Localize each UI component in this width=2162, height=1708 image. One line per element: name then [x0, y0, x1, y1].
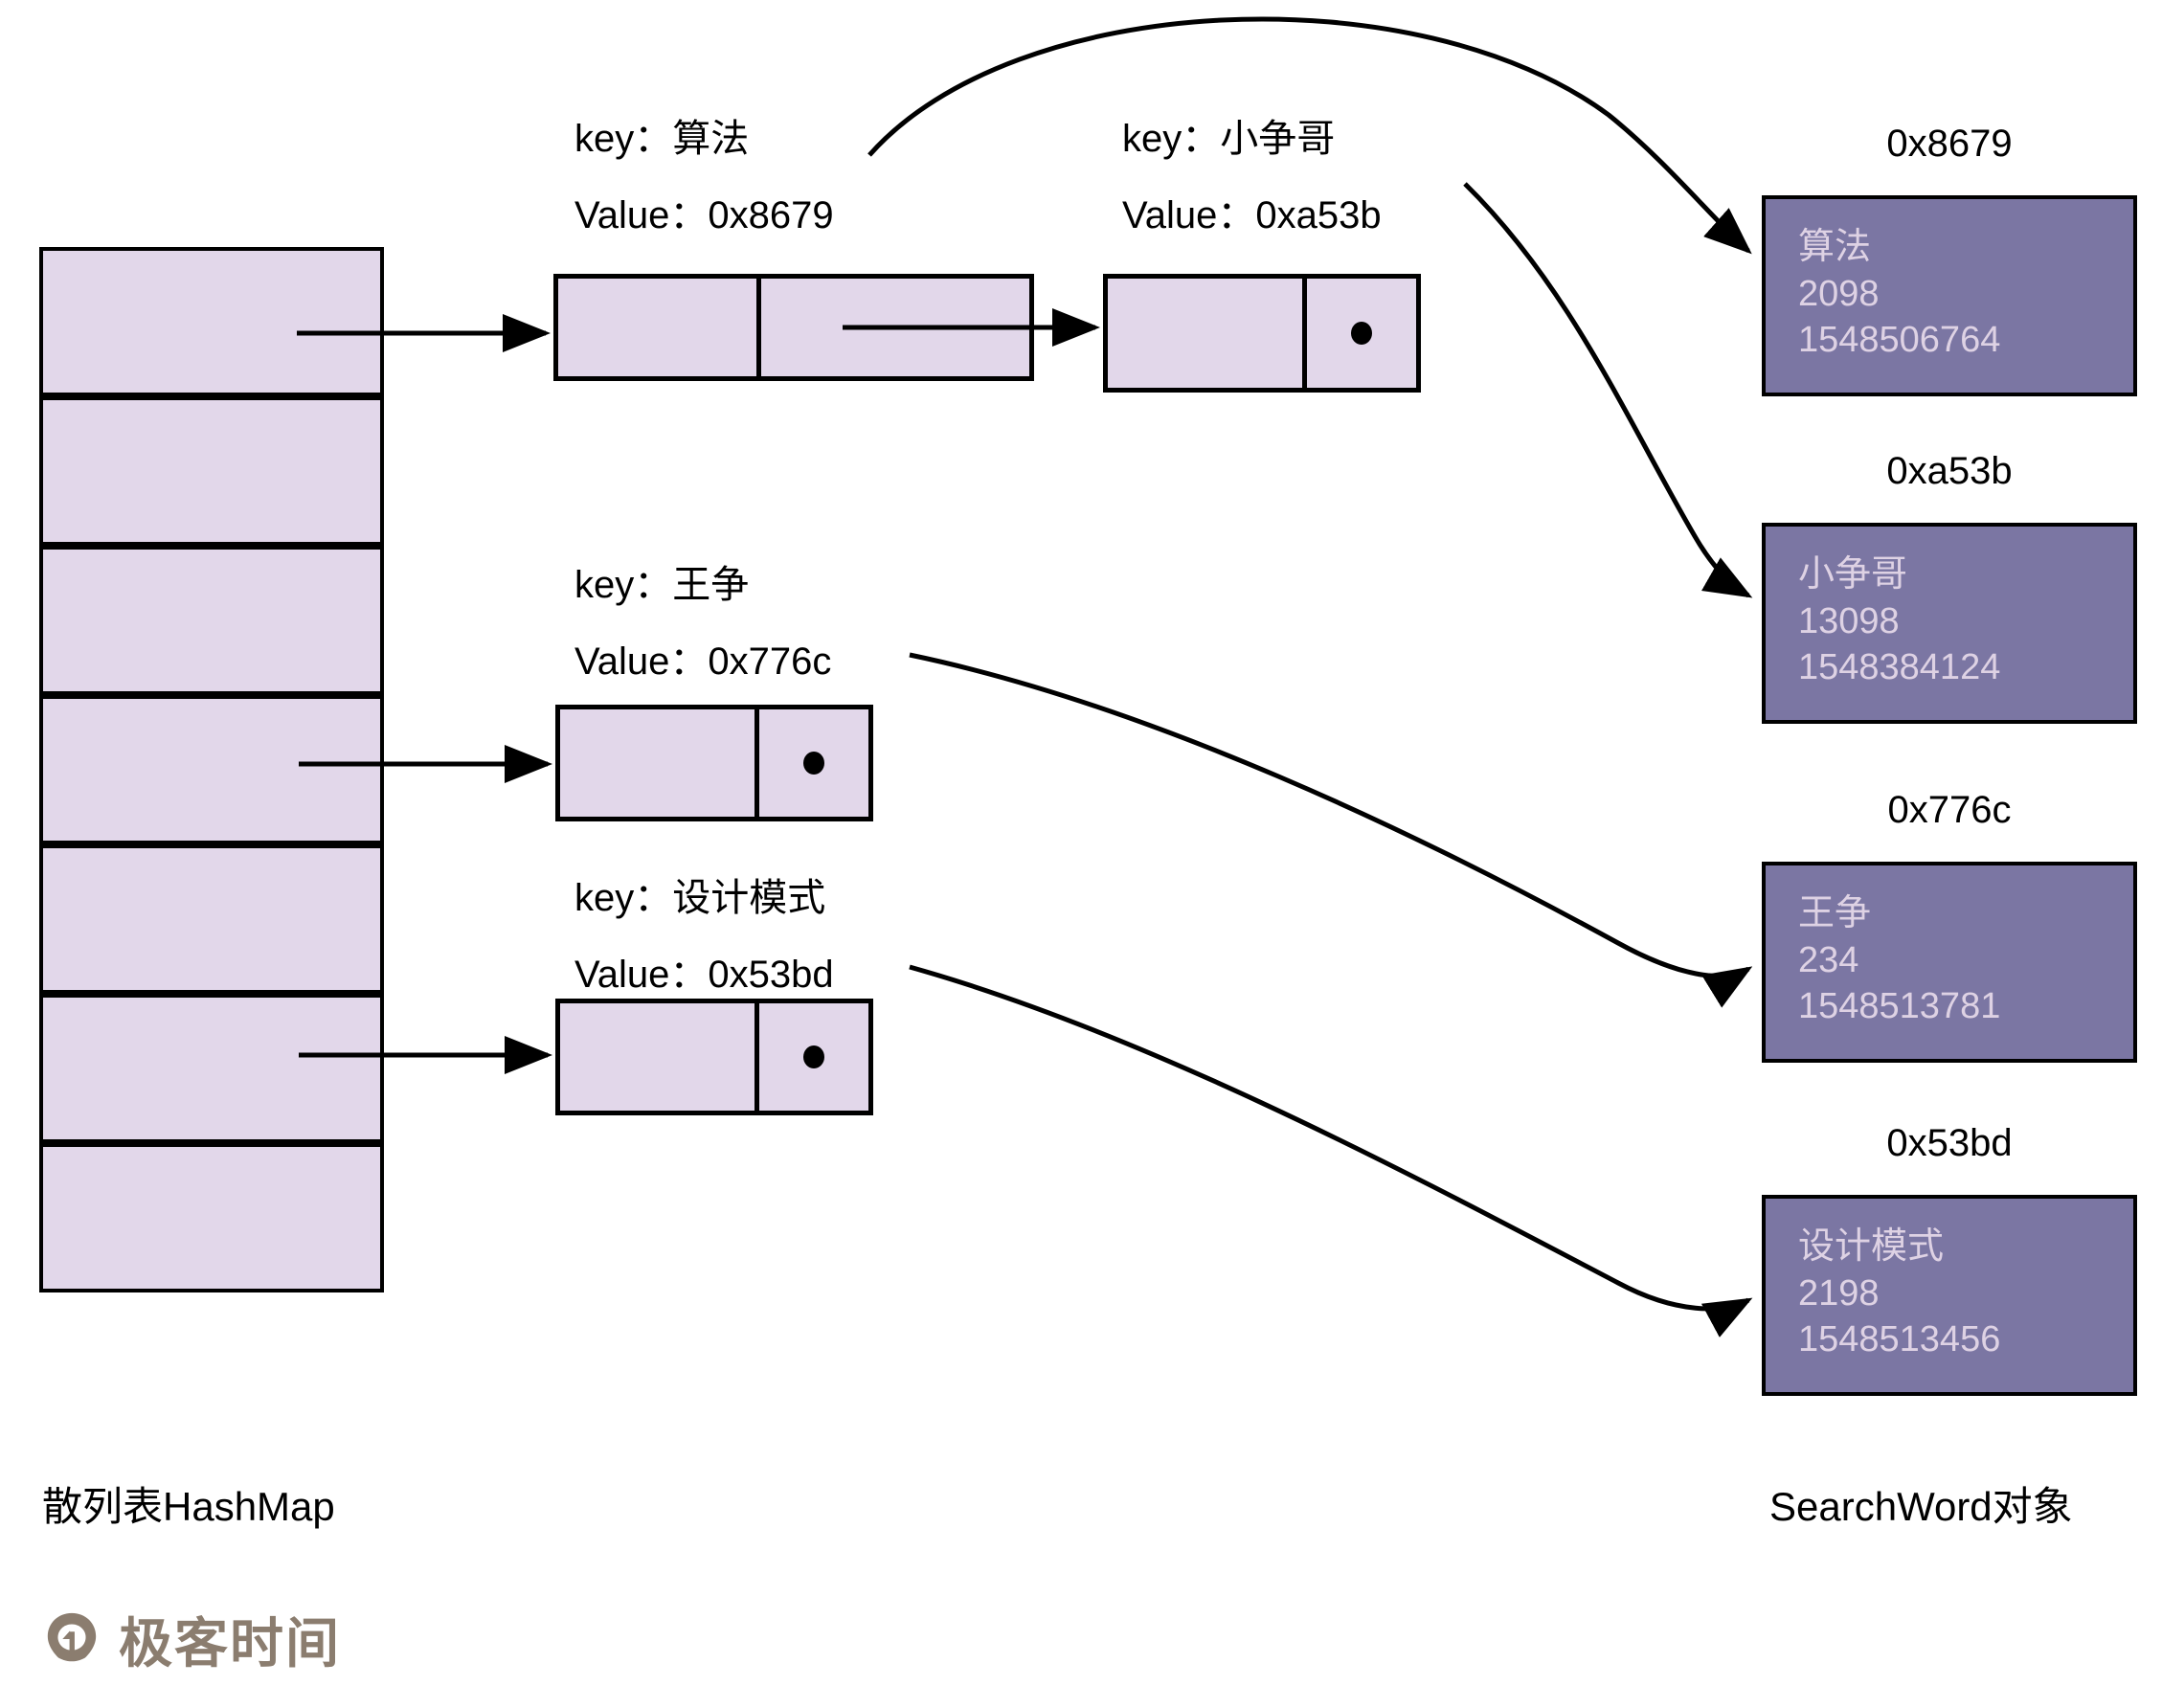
hashmap-bucket-3 — [39, 695, 384, 844]
entry-key-label: key：王争 — [574, 564, 750, 606]
arrow-value-0x53bd-to-object — [909, 964, 1753, 1337]
node-key-slot — [560, 709, 759, 817]
object-address-0xa53b: 0xa53b — [1886, 450, 2013, 492]
entry-value-label: Value：0x8679 — [574, 194, 834, 236]
searchword-object-0x776c: 王争 234 1548513781 — [1762, 862, 2137, 1063]
object-count: 234 — [1798, 939, 1859, 980]
geekbang-logo: 极客时间 — [42, 1601, 341, 1678]
entry-label-xiaozhengge: key：小争哥 Value：0xa53b — [1122, 107, 1382, 239]
object-count: 13098 — [1798, 600, 1900, 641]
object-timestamp: 1548506764 — [1798, 320, 2001, 361]
list-node-shejimoshi — [555, 999, 873, 1115]
list-node-wangzheng — [555, 705, 873, 821]
node-key-slot — [558, 279, 761, 376]
entry-key-label: key：小争哥 — [1122, 118, 1336, 160]
entry-value-label: Value：0x53bd — [574, 954, 834, 996]
list-node-xiaozhengge — [1103, 274, 1421, 393]
entry-key-label: key：设计模式 — [574, 877, 826, 919]
entry-label-suanfa: key：算法 Value：0x8679 — [574, 107, 834, 239]
object-word: 算法 — [1798, 227, 1872, 267]
entry-label-shejimoshi: key：设计模式 Value：0x53bd — [574, 866, 834, 999]
node-next-slot — [759, 1003, 868, 1111]
hashmap-bucket-2 — [39, 546, 384, 695]
entry-value-label: Value：0xa53b — [1122, 194, 1382, 236]
object-count: 2098 — [1798, 273, 1880, 314]
searchword-object-0x53bd: 设计模式 2198 1548513456 — [1762, 1195, 2137, 1396]
entry-key-label: key：算法 — [574, 118, 750, 160]
hashmap-bucket-1 — [39, 396, 384, 546]
arrow-value-0x776c-to-object — [909, 652, 1753, 1008]
arrow-value-0xa53b-to-object — [1463, 182, 1753, 598]
searchword-caption: SearchWord对象 — [1769, 1484, 2073, 1529]
node-key-slot — [560, 1003, 759, 1111]
object-word: 小争哥 — [1798, 554, 1908, 595]
entry-value-label: Value：0x776c — [574, 640, 832, 683]
list-node-suanfa — [553, 274, 1034, 381]
hashmap-bucket-4 — [39, 844, 384, 994]
node-next-slot — [761, 279, 1029, 376]
object-timestamp: 1548513456 — [1798, 1319, 2001, 1360]
geekbang-mark-icon — [42, 1610, 101, 1670]
object-word: 设计模式 — [1798, 1226, 1945, 1267]
node-key-slot — [1108, 279, 1307, 388]
searchword-object-0xa53b: 小争哥 13098 1548384124 — [1762, 523, 2137, 724]
object-timestamp: 1548513781 — [1798, 986, 2001, 1027]
object-count: 2198 — [1798, 1272, 1880, 1314]
null-pointer-dot — [803, 1045, 824, 1068]
geekbang-wordmark: 极客时间 — [119, 1613, 341, 1674]
object-address-0x776c: 0x776c — [1887, 789, 2012, 831]
object-address-0x53bd: 0x53bd — [1886, 1122, 2013, 1164]
null-pointer-dot — [1351, 322, 1372, 345]
searchword-object-0x8679: 算法 2098 1548506764 — [1762, 195, 2137, 396]
hashmap-bucket-6 — [39, 1143, 384, 1292]
hashmap-caption: 散列表HashMap — [42, 1484, 335, 1529]
object-timestamp: 1548384124 — [1798, 647, 2001, 688]
entry-label-wangzheng: key：王争 Value：0x776c — [574, 553, 831, 685]
hashmap-bucket-5 — [39, 994, 384, 1143]
hashmap-bucket-0 — [39, 247, 384, 396]
node-next-slot — [1307, 279, 1416, 388]
null-pointer-dot — [803, 752, 824, 775]
object-word: 王争 — [1798, 893, 1872, 933]
object-address-0x8679: 0x8679 — [1886, 123, 2013, 165]
node-next-slot — [759, 709, 868, 817]
